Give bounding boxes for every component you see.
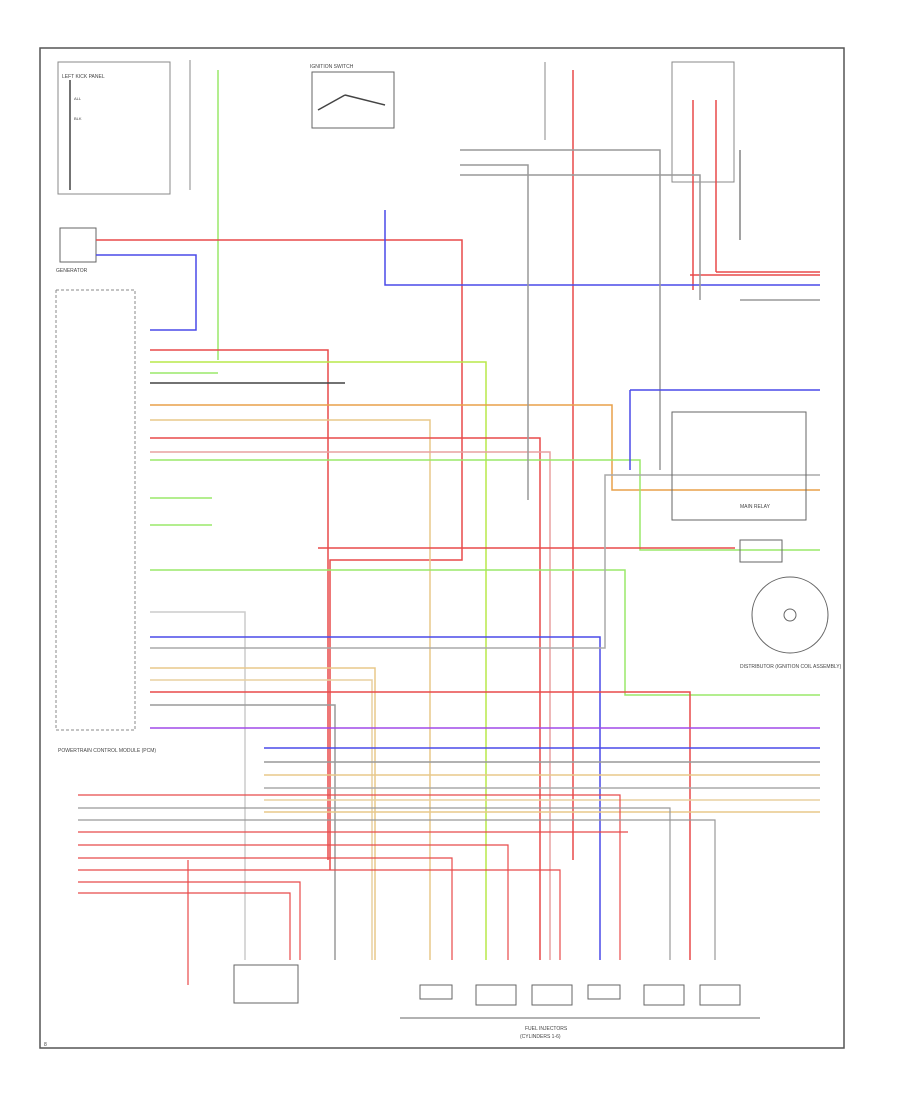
injectors-sub-label: (CYLINDERS 1-6) <box>520 1034 561 1040</box>
pcm-bottom-wires <box>78 794 716 985</box>
bus-wires <box>96 149 820 960</box>
distributor-label: DISTRIBUTOR (IGNITION COIL ASSEMBLY) <box>740 664 842 670</box>
diagram-frame <box>39 47 845 1049</box>
generator: GENERATOR <box>56 227 97 274</box>
relay-label: MAIN RELAY <box>740 504 771 510</box>
ignition-switch: IGNITION SWITCH <box>310 64 395 129</box>
page-number: 8 <box>44 1042 47 1048</box>
main-relay: MAIN RELAY <box>671 411 807 521</box>
generator-label: GENERATOR <box>56 268 88 274</box>
fuel-injectors: FUEL INJECTORS (CYLINDERS 1-6) <box>400 984 760 1040</box>
distributor: DISTRIBUTOR (IGNITION COIL ASSEMBLY) <box>739 539 842 670</box>
svg-text:ALL: ALL <box>74 96 82 101</box>
pcm-label: POWERTRAIN CONTROL MODULE (PCM) <box>58 748 156 754</box>
injectors-label: FUEL INJECTORS <box>525 1026 568 1032</box>
ignition-label: IGNITION SWITCH <box>310 64 354 70</box>
ground-label: LEFT KICK PANEL <box>62 74 105 80</box>
pcm-module: POWERTRAIN CONTROL MODULE (PCM) <box>55 289 156 754</box>
ground-box: LEFT KICK PANEL ALL BLK <box>57 61 171 195</box>
svg-text:BLK: BLK <box>74 116 82 121</box>
sensor-box-left <box>233 964 299 1004</box>
